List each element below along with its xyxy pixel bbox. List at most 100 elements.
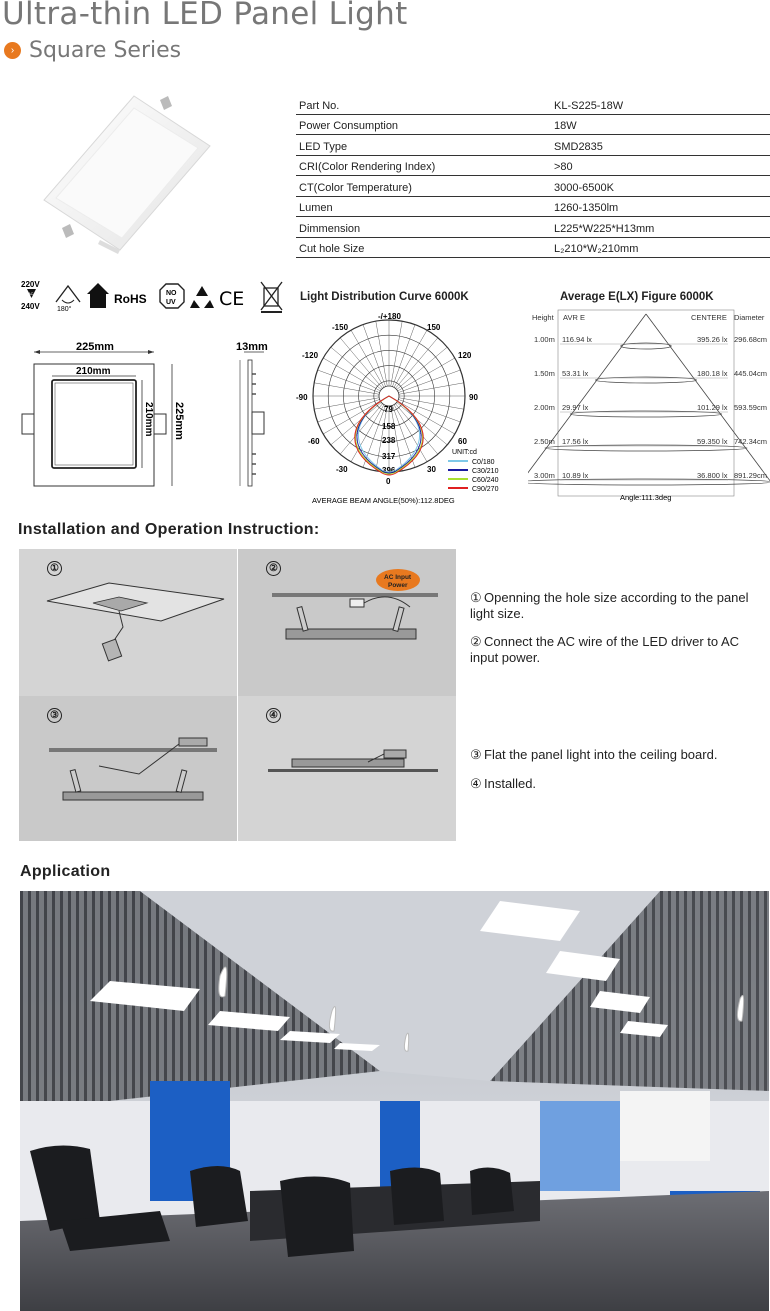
angle-label-neg120: -120 (302, 351, 319, 360)
illum-avr: 116.94 lx (562, 335, 592, 344)
polar-spoke (314, 382, 390, 397)
polar-spoke (339, 337, 390, 397)
voltage-icon: 220V AC 240V (21, 280, 40, 311)
step-number: ④ (266, 708, 281, 723)
illum-ring (569, 410, 723, 418)
polar-spoke (330, 346, 390, 397)
install-step-2: ② AC Input Power (238, 549, 456, 696)
radial-label: 79 (384, 405, 393, 414)
illum-ring (528, 478, 770, 486)
angle-label-120: 120 (458, 351, 472, 360)
illum-height: 2.50m (534, 437, 555, 446)
polar-chart-title: Light Distribution Curve 6000K (300, 291, 469, 303)
col-header-center: CENTERE (691, 313, 727, 322)
polar-spoke (388, 395, 428, 462)
polar-radial-labels: 79 158 238 317 396 (382, 405, 396, 475)
angle-label-neg30: -30 (336, 465, 348, 474)
curve-c30-210 (356, 395, 422, 474)
beam-edge-right (645, 313, 770, 482)
illum-ring (544, 444, 748, 452)
angle-label-0: 0 (386, 477, 391, 486)
polar-spoke (388, 395, 439, 455)
polar-spoke (388, 324, 416, 397)
chevron-right-icon: › (4, 42, 21, 59)
step-3-illustration (49, 737, 217, 801)
angle-footer: Angle:111.3deg (620, 493, 671, 502)
svg-text:C30/210: C30/210 (472, 468, 499, 475)
svg-text:C90/270: C90/270 (472, 486, 499, 493)
dimension-drawing: 225mm 210mm 210mm 225mm 13mm (21, 341, 268, 487)
polar-spoke (388, 395, 464, 410)
angle-label-neg90: -90 (296, 393, 308, 402)
illuminance-chart-title: Average E(LX) Figure 6000K (560, 291, 714, 303)
illum-diameter: 593.59cm (734, 403, 767, 412)
polar-spoke (388, 382, 464, 397)
col-header-avr: AVR E (563, 313, 585, 322)
polar-spoke (388, 330, 428, 397)
polar-legend: C0/180 C30/210 C60/240 C90/270 (448, 459, 499, 493)
svg-text:UV: UV (166, 299, 176, 306)
house-icon (87, 283, 109, 308)
radial-label: 238 (382, 436, 396, 445)
curve-c60-240 (355, 395, 423, 475)
illum-center: 180.18 lx (697, 369, 728, 378)
polar-spoke (375, 321, 390, 397)
illum-ring (620, 342, 672, 350)
series-heading: › Square Series (4, 38, 181, 63)
step-2-illustration: AC Input Power (272, 569, 438, 640)
polar-spoke (388, 395, 416, 468)
svg-text:C60/240: C60/240 (472, 477, 499, 484)
install-step-3: ③ (19, 696, 237, 841)
outer-height-label: 225mm (173, 402, 185, 440)
angle-label-30: 30 (427, 465, 436, 474)
illum-ring (595, 376, 697, 384)
polar-spoke (314, 395, 390, 410)
polar-spoke (388, 369, 461, 397)
page-title: Ultra-thin LED Panel Light (2, 0, 408, 32)
illum-avr: 17.56 lx (562, 437, 589, 446)
polar-spoke (388, 395, 461, 423)
polar-spoke (350, 330, 390, 397)
illum-height: 1.00m (534, 335, 555, 344)
angle-label-neg60: -60 (308, 437, 320, 446)
polar-spoke (388, 337, 439, 397)
polar-spoke (323, 357, 390, 397)
illum-height: 2.00m (534, 403, 555, 412)
inner-width-label: 210mm (76, 366, 111, 377)
illum-center: 59.350 lx (697, 437, 728, 446)
thickness-label: 13mm (236, 341, 268, 353)
polar-spoke (388, 357, 455, 397)
inner-height-label: 210mm (143, 402, 154, 437)
no-uv-icon: NO UV (159, 283, 185, 309)
svg-text:240V: 240V (21, 302, 40, 311)
step-1-illustration (46, 582, 225, 662)
illum-diameter: 445.04cm (734, 369, 767, 378)
rohs-icon: RoHS (114, 292, 147, 306)
install-step-1: ① (19, 549, 237, 696)
angle-label-150: 150 (427, 323, 441, 332)
svg-text:NO: NO (166, 290, 177, 297)
radial-label: 396 (382, 466, 396, 475)
radial-label: 158 (382, 422, 396, 431)
polar-spoke (362, 324, 390, 397)
angle-label-60: 60 (458, 437, 467, 446)
spec-row: CT(Color Temperature)3000-6500K (296, 176, 770, 197)
illum-avr: 29.97 lx (562, 403, 589, 412)
certification-icons: 220V AC 240V 180° RoHS NO UV CE (21, 280, 283, 313)
col-header-diameter: Diameter (734, 313, 765, 322)
outer-width-label: 225mm (76, 341, 114, 353)
svg-text:180°: 180° (57, 305, 72, 313)
beam-angle-footer: AVERAGE BEAM ANGLE(50%):112.8DEG (312, 496, 455, 505)
panel-product-image (43, 95, 211, 254)
polar-spoke (388, 346, 448, 397)
angle-label-90: 90 (469, 393, 478, 402)
recycle-icon (190, 286, 214, 308)
illum-center: 36.800 lx (697, 471, 728, 480)
